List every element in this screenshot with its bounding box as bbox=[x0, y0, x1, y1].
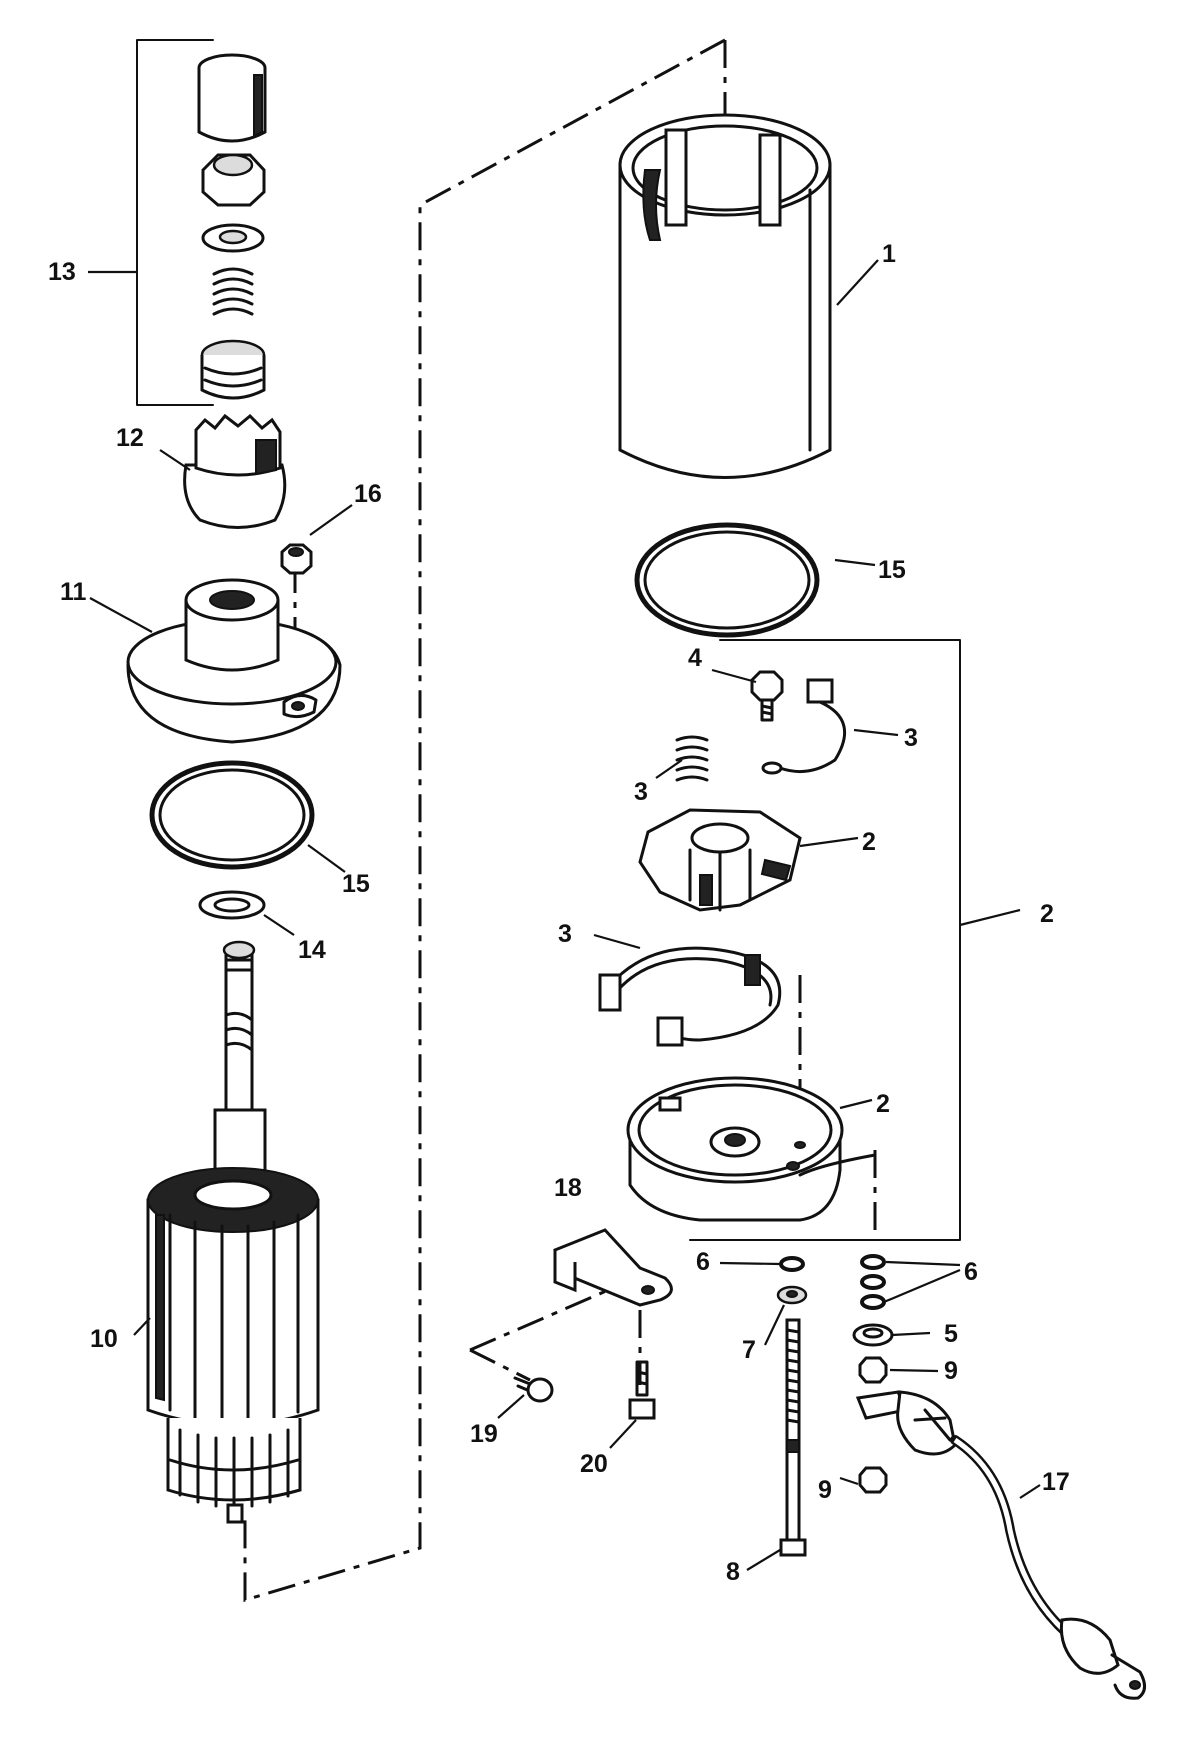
drive-kit-13 bbox=[197, 53, 267, 400]
through-bolt-8 bbox=[779, 1318, 807, 1557]
callout-2-end-cap: 2 bbox=[876, 1090, 890, 1118]
callout-6-right: 6 bbox=[964, 1258, 978, 1286]
armature-10 bbox=[146, 940, 320, 1524]
bracket-18 bbox=[553, 1228, 673, 1307]
callout-16: 16 bbox=[354, 480, 382, 508]
callout-14: 14 bbox=[298, 936, 326, 964]
frame-1 bbox=[618, 113, 832, 479]
o-ring-15-left bbox=[149, 760, 315, 870]
armature-to-frame-path bbox=[243, 38, 726, 1603]
callout-2-brush-holder: 2 bbox=[862, 828, 876, 856]
washers-6 bbox=[779, 1254, 886, 1310]
callout-15-left: 15 bbox=[342, 870, 370, 898]
brush-holder-2 bbox=[638, 808, 802, 912]
callout-4: 4 bbox=[688, 644, 702, 672]
callout-10: 10 bbox=[90, 1325, 118, 1353]
brush-assembly-bracket bbox=[689, 639, 961, 1241]
callout-3-spring: 3 bbox=[634, 778, 648, 806]
cable-17 bbox=[855, 1390, 1146, 1700]
drive-end-head-11 bbox=[126, 578, 342, 744]
callout-12: 12 bbox=[116, 424, 144, 452]
lockwasher-7 bbox=[776, 1285, 808, 1305]
drive-kit-bracket bbox=[136, 39, 214, 406]
drive-pinion-12 bbox=[183, 413, 287, 529]
screw-19 bbox=[513, 1376, 554, 1403]
callout-6-left: 6 bbox=[696, 1248, 710, 1276]
o-ring-15-right bbox=[634, 522, 820, 638]
washer-14 bbox=[198, 890, 266, 920]
leader-lines bbox=[88, 259, 1041, 1571]
screw-16 bbox=[280, 543, 313, 575]
brushes-3 bbox=[598, 678, 846, 1047]
screw-20 bbox=[628, 1360, 656, 1420]
nut-9-lower bbox=[858, 1466, 888, 1494]
callout-5: 5 bbox=[944, 1320, 958, 1348]
callout-labels: 1 2 2 2 3 3 3 4 5 6 6 7 8 9 9 10 11 12 1… bbox=[48, 240, 1070, 1586]
callout-15-right: 15 bbox=[878, 556, 906, 584]
end-cap-2 bbox=[626, 1076, 877, 1222]
callout-18: 18 bbox=[554, 1174, 582, 1202]
callout-3-lead: 3 bbox=[904, 724, 918, 752]
callout-9-upper: 9 bbox=[944, 1357, 958, 1385]
callout-19: 19 bbox=[470, 1420, 498, 1448]
nut-9-upper bbox=[858, 1356, 888, 1384]
callout-11: 11 bbox=[60, 578, 87, 606]
screw-4 bbox=[750, 670, 784, 722]
washer-5 bbox=[852, 1323, 894, 1347]
o-ring-15-left-inner bbox=[158, 768, 306, 862]
o-ring-15-right-inner bbox=[643, 530, 811, 630]
callout-3-brushes: 3 bbox=[558, 920, 572, 948]
callout-9-lower: 9 bbox=[818, 1476, 832, 1504]
callout-2-assembly: 2 bbox=[1040, 900, 1054, 928]
bracket-screws-path bbox=[469, 1283, 642, 1385]
callout-7: 7 bbox=[742, 1336, 756, 1364]
callout-8: 8 bbox=[726, 1558, 740, 1586]
callout-13: 13 bbox=[48, 258, 76, 286]
callout-1: 1 bbox=[882, 240, 896, 268]
callout-17: 17 bbox=[1042, 1468, 1070, 1496]
callout-20: 20 bbox=[580, 1450, 608, 1478]
